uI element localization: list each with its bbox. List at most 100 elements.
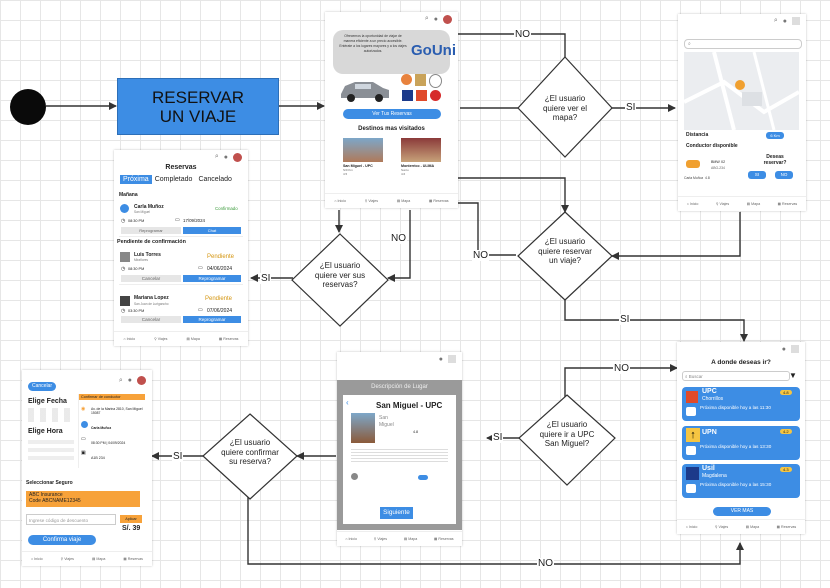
cancelar-button[interactable]: Cancelar xyxy=(121,316,181,323)
nav-inicio[interactable]: ⌂Inicio xyxy=(345,537,357,541)
nav-viajes[interactable]: ⚲Viajes xyxy=(714,525,729,529)
cancelar-button[interactable]: Cancelar xyxy=(121,275,181,282)
destino-card-upn[interactable]: ↑ UPN 4.2 Próxima disponible hoy a las 1… xyxy=(682,426,800,460)
close-icon[interactable] xyxy=(448,355,456,363)
destino-next: Próxima disponible hoy a las 11:30 xyxy=(700,405,771,410)
search-icon[interactable]: ⌕ xyxy=(424,15,429,22)
search-placeholder: Buscar xyxy=(688,373,703,379)
yes-button[interactable]: SI xyxy=(748,171,766,179)
no-button[interactable]: NO xyxy=(775,171,793,179)
chat-button[interactable]: Chat xyxy=(183,227,241,234)
tab-cancelado[interactable]: Cancelado xyxy=(198,176,232,183)
edge-label-no: NO xyxy=(472,250,489,261)
search-icon[interactable]: ⌕ xyxy=(118,376,123,384)
destination-sub: Surco xyxy=(401,168,409,172)
calendar-icon: ▭ xyxy=(198,265,203,271)
nav-viajes[interactable]: ⚲Viajes xyxy=(154,337,168,341)
back-icon[interactable]: ‹ xyxy=(346,398,349,407)
filter-icon[interactable]: ▼ xyxy=(789,371,797,380)
settings-icon[interactable]: ● xyxy=(433,15,438,23)
reprogramar-button[interactable]: Reprogramar xyxy=(183,316,241,323)
reservation-date: 07/06/2024 xyxy=(207,308,233,314)
nav-inicio[interactable]: ⌂Inicio xyxy=(31,557,43,561)
university-logo-icon: ↑ xyxy=(686,428,700,442)
search-icon[interactable]: ⌕ xyxy=(773,17,778,24)
tab-completado[interactable]: Completado xyxy=(154,176,193,183)
settings-icon[interactable]: ● xyxy=(782,17,787,25)
avatar[interactable] xyxy=(443,14,452,24)
status-badge: Pendiente xyxy=(207,254,235,260)
driver-rating: 4.8 xyxy=(705,176,710,180)
seguro-label: Seleccionar Seguro xyxy=(26,480,73,486)
tab-proxima[interactable]: Próxima xyxy=(120,175,152,184)
reservation-card[interactable]: Mariana Lopez San Juan de Lurigancho Pen… xyxy=(119,294,243,328)
avatar[interactable] xyxy=(137,376,146,385)
car-icon: ▣ xyxy=(81,450,86,456)
nav-viajes[interactable]: ⚲Viajes xyxy=(364,199,379,203)
apply-button[interactable]: Aplicar xyxy=(120,515,142,523)
destino-card-usil[interactable]: Usil Magdalena 4.3 Próxima disponible ho… xyxy=(682,464,800,498)
destino-next: Próxima disponible hoy a las 15:30 xyxy=(700,482,772,487)
reprogramar-button[interactable]: Reprogramar xyxy=(121,227,181,234)
destination-card[interactable]: San Miguel - UPC S/0 Km 4.5 xyxy=(343,138,383,182)
elige-hora: Elige Hora xyxy=(28,428,63,435)
confirm-trip-button[interactable]: Confirma viaje xyxy=(28,535,96,545)
nav-mapa[interactable]: ▤Mapa xyxy=(186,337,200,341)
close-icon[interactable] xyxy=(792,17,800,25)
reprogramar-button[interactable]: Reprogramar xyxy=(183,275,241,282)
reservas-tabs: Próxima Completado Cancelado xyxy=(120,175,235,184)
rating-badge: 4.3 xyxy=(780,467,792,472)
nav-reservas[interactable]: ▦Reservas xyxy=(777,202,798,206)
decision-ver-reservas: ¿El usuario quiere ver sus reservas? xyxy=(314,261,366,289)
nav-inicio[interactable]: ⌂Inicio xyxy=(334,199,346,203)
search-icon[interactable]: ⌕ xyxy=(214,153,219,160)
toggle-switch[interactable] xyxy=(418,475,428,480)
destinos-title: A donde deseas ir? xyxy=(711,359,771,366)
calendar-icon: ▭ xyxy=(175,217,180,223)
destination-card[interactable]: Monterrico - ULIMA Surco 4.6 xyxy=(401,138,441,182)
status-badge: Confirmado xyxy=(215,206,238,211)
settings-icon[interactable]: ● xyxy=(127,377,132,384)
map-view[interactable] xyxy=(684,52,799,130)
nav-viajes[interactable]: ⚲Viajes xyxy=(715,202,730,206)
insurance-card[interactable]: ABC Insurance Code ABCNAME12345 xyxy=(26,491,140,507)
settings-icon[interactable]: ● xyxy=(781,345,786,353)
nav-reservas[interactable]: ▦Reservas xyxy=(123,557,143,561)
discount-input[interactable]: Ingrese código de descuento xyxy=(26,514,116,525)
destino-sub: Magdalena xyxy=(702,473,727,479)
nav-mapa[interactable]: ▤Mapa xyxy=(745,525,760,529)
ver-reservas-button[interactable]: Ver Tus Reservas xyxy=(343,109,441,119)
siguiente-button[interactable]: Siguiente xyxy=(380,507,413,519)
nav-viajes[interactable]: ⚲Viajes xyxy=(60,557,74,561)
lugar-title: San Miguel - UPC xyxy=(376,401,443,410)
nav-inicio[interactable]: ⌂Inicio xyxy=(685,525,698,529)
screen-lugar: ● Descripción de Lugar ‹ San Miguel - UP… xyxy=(337,352,462,546)
nav-reservas[interactable]: ▦Reservas xyxy=(776,525,797,529)
logo-icon xyxy=(429,74,442,88)
nav-reservas[interactable]: ▦Reservas xyxy=(434,537,454,541)
nav-reservas[interactable]: ▦Reservas xyxy=(429,199,449,203)
nav-inicio[interactable]: ⌂Inicio xyxy=(123,337,136,341)
avatar[interactable] xyxy=(233,152,242,162)
cancelar-button[interactable]: Cancelar xyxy=(28,382,56,391)
date-picker[interactable] xyxy=(28,408,74,422)
nav-reservas[interactable]: ▦Reservas xyxy=(218,337,239,341)
nav-inicio[interactable]: ⌂Inicio xyxy=(686,202,699,206)
reservation-card[interactable]: Carla Muñoz San Miguel Confirmado ◷ 08:3… xyxy=(119,202,243,237)
map-pin-icon[interactable] xyxy=(735,80,745,90)
settings-icon[interactable]: ● xyxy=(223,153,228,161)
destino-card-upc[interactable]: UPC Chorrillos 4.8 Próxima disponible ho… xyxy=(682,387,800,421)
map-search-input[interactable]: ⌕ xyxy=(684,39,802,49)
time-picker[interactable] xyxy=(28,440,74,464)
nav-mapa[interactable]: ▤Mapa xyxy=(91,557,106,561)
reservation-card[interactable]: Luis Torres Miraflores Pendiente ◷ 08:30… xyxy=(119,250,243,285)
nav-mapa[interactable]: ▤Mapa xyxy=(403,537,418,541)
close-icon[interactable] xyxy=(791,345,799,353)
nav-viajes[interactable]: ⚲Viajes xyxy=(373,537,388,541)
nav-mapa[interactable]: ▤Mapa xyxy=(746,202,761,206)
clock-icon: ◷ xyxy=(121,308,126,314)
nav-mapa[interactable]: ▤Mapa xyxy=(396,199,411,203)
settings-icon[interactable]: ● xyxy=(438,355,443,363)
ver-mas-button[interactable]: VER MAS xyxy=(713,507,771,516)
destino-search-input[interactable]: ⌕ Buscar xyxy=(682,371,790,381)
